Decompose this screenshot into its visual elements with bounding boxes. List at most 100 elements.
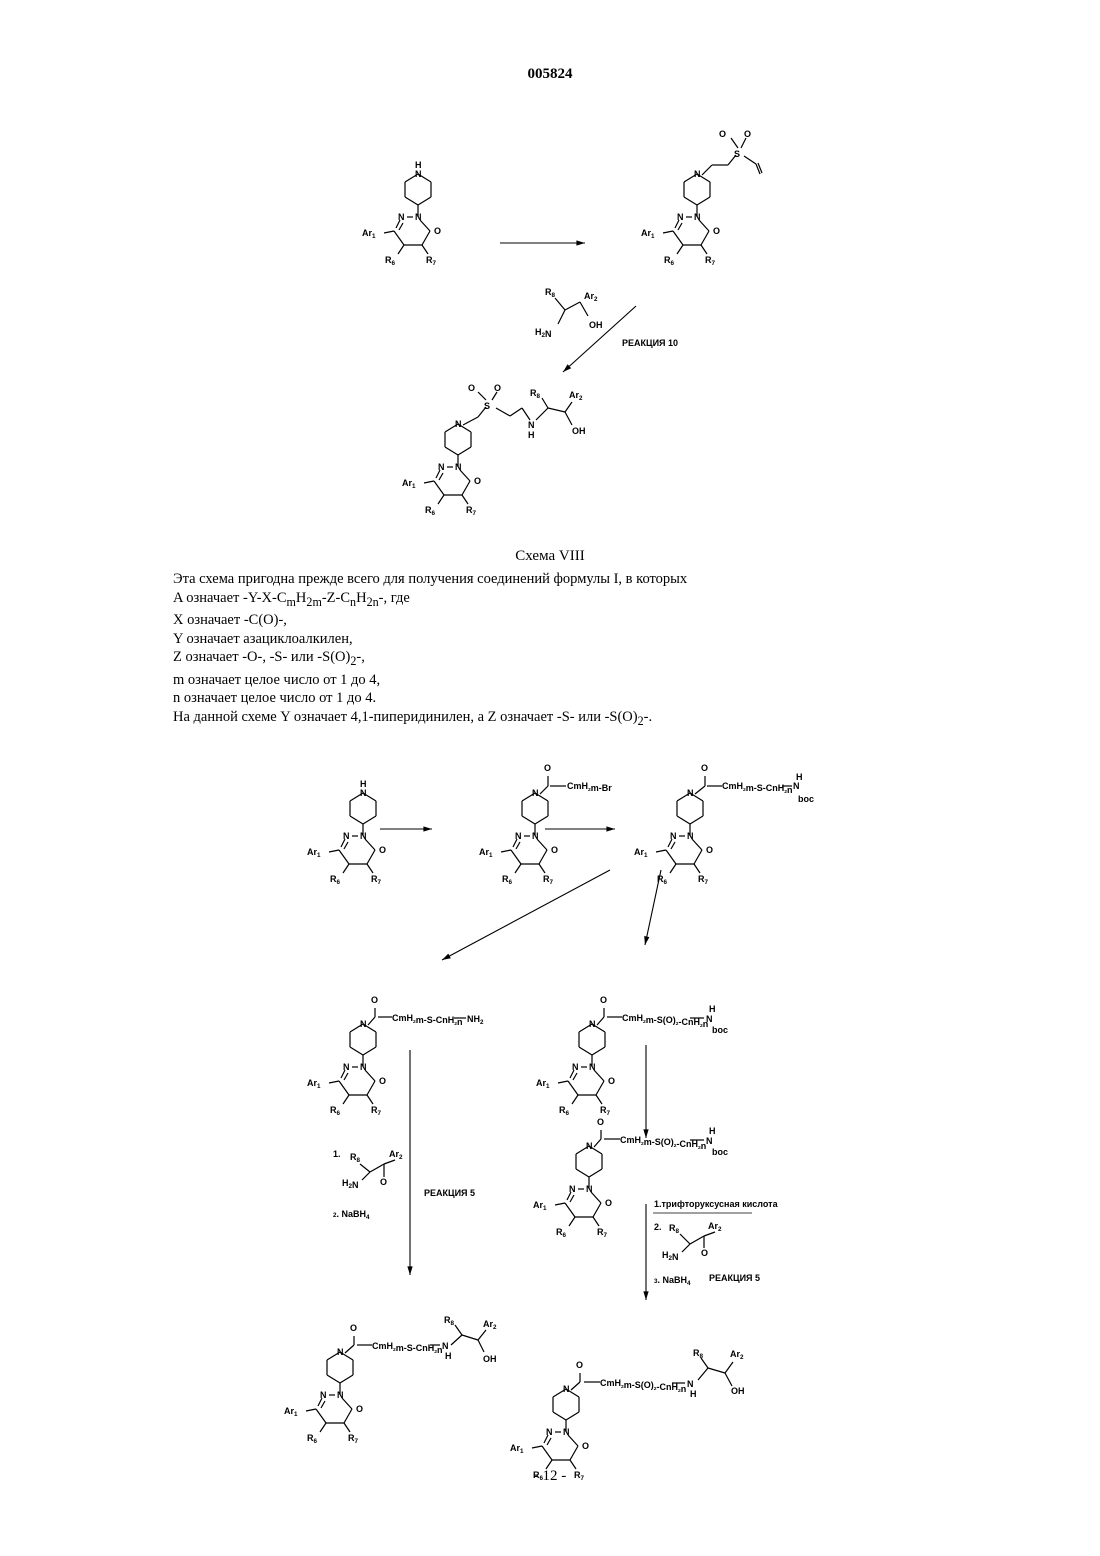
atom-label: N (438, 462, 445, 472)
bond (496, 408, 510, 416)
atom-label: R6 (330, 874, 341, 886)
arrow-head (606, 826, 615, 831)
atom-label: Ar1 (284, 1406, 298, 1418)
bond (690, 816, 703, 824)
atom-label: N (532, 788, 539, 798)
atom-label: Ar1 (510, 1443, 524, 1455)
bond (478, 1340, 484, 1352)
bond (597, 1017, 604, 1025)
atom-label: R7 (371, 1105, 382, 1117)
atom-label: S (484, 401, 490, 411)
bond (704, 1232, 715, 1236)
atom-label: R6 (556, 1227, 567, 1239)
atom-label: N (589, 1019, 596, 1029)
atom-label: R8 (545, 287, 556, 299)
atom-label: O (719, 129, 726, 139)
bond (532, 1446, 542, 1448)
bond (462, 481, 470, 495)
page-number: - 12 - (0, 1468, 1100, 1485)
bond (555, 1203, 565, 1205)
bond (692, 839, 702, 850)
atom-label: O (371, 995, 378, 1005)
atom-label: R6 (664, 255, 675, 267)
bond (678, 223, 682, 230)
atom-label: R6 (502, 874, 513, 886)
atom-label: O (597, 1117, 604, 1127)
bond (684, 197, 697, 205)
atom-label: O (379, 845, 386, 855)
atom-label: O (468, 383, 475, 393)
bond (442, 870, 610, 960)
para-line: n означает целое число от 1 до 4. (173, 689, 973, 708)
bond (360, 1164, 370, 1172)
atom-label: Ar2 (389, 1149, 403, 1161)
bond (572, 1095, 578, 1104)
atom-label: R6 (385, 255, 396, 267)
atom-label: N (687, 1379, 694, 1389)
atom-label: N (572, 1062, 579, 1072)
bond (511, 850, 521, 864)
para-line: A означает -Y-X-CmH2m-Z-CnH2n-, где (173, 589, 973, 611)
chain-label: CmH2m-Br (567, 781, 612, 793)
bond (592, 1047, 605, 1055)
atom-label: R7 (597, 1227, 608, 1239)
atom-label: O (706, 845, 713, 855)
atom-label: H (690, 1389, 697, 1399)
bond (570, 1446, 578, 1460)
bond (439, 473, 443, 480)
bond (677, 816, 690, 824)
atom-label: R8 (350, 1152, 361, 1164)
bond (522, 408, 530, 420)
bond (368, 1017, 375, 1025)
atom-label: Ar1 (641, 228, 655, 240)
bond (566, 1412, 579, 1420)
atom-label: O (605, 1198, 612, 1208)
bond (345, 1345, 354, 1353)
bond (741, 138, 746, 148)
bond (343, 864, 349, 873)
step-label: 2. (654, 1222, 662, 1232)
bond (462, 495, 468, 504)
bond (384, 231, 394, 233)
bond (343, 1095, 349, 1104)
atom-label: N (563, 1427, 570, 1437)
bond (363, 1047, 376, 1055)
bond (594, 1139, 601, 1147)
bond (445, 447, 458, 455)
atom-label: N (360, 1019, 367, 1029)
atom-label: Ar1 (634, 847, 648, 859)
atom-label: N (589, 1062, 596, 1072)
bond (438, 495, 444, 504)
bond (671, 842, 675, 849)
bond (367, 1081, 375, 1095)
atom-label: N (360, 1062, 367, 1072)
atom-label: R6 (559, 1105, 570, 1117)
atom-label: R8 (693, 1348, 704, 1360)
bond (384, 1160, 395, 1164)
bond (339, 850, 349, 864)
atom-label: R7 (600, 1105, 611, 1117)
atom-label: N (694, 212, 701, 222)
bond (565, 1203, 575, 1217)
atom-label: boc (798, 794, 814, 804)
bond (579, 1047, 592, 1055)
atom-label: R7 (466, 505, 477, 517)
atom-label: O (582, 1441, 589, 1451)
atom-label: O (380, 1177, 387, 1187)
bond (591, 1192, 601, 1203)
atom-label: N (793, 781, 800, 791)
bond (695, 786, 705, 794)
bond (536, 408, 548, 420)
atom-label: N (415, 169, 422, 179)
step-label: 3. NaBH4 (654, 1275, 691, 1287)
atom-label: H (445, 1351, 452, 1361)
bond (677, 245, 683, 254)
atom-label: N (694, 169, 701, 179)
chain-label: CmH2m-S(O)2-CnH2n (600, 1378, 686, 1394)
bond (515, 864, 521, 873)
atom-label: N (569, 1184, 576, 1194)
bond (492, 392, 497, 400)
bond (321, 1401, 325, 1408)
atom-label: H2N (535, 327, 552, 339)
